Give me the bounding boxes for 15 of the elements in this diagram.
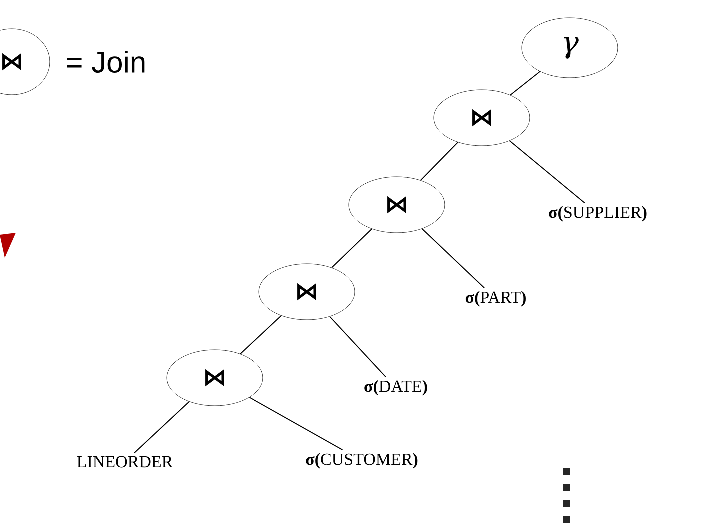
tree-line xyxy=(509,140,586,204)
legend-text: = Join xyxy=(67,51,145,74)
relation-label: σ(DATE) xyxy=(364,380,428,396)
tree-line xyxy=(331,228,373,268)
tree-line xyxy=(510,71,541,96)
relation-label: σ(PART) xyxy=(466,291,526,307)
tree-line xyxy=(240,315,282,355)
tree-line xyxy=(134,401,190,454)
relation-label: LINEORDER xyxy=(77,456,174,468)
tree-line xyxy=(330,316,386,378)
tree-line xyxy=(249,397,344,451)
tree-line xyxy=(420,142,459,182)
tree-line xyxy=(422,228,486,289)
relation-label: σ(CUSTOMER) xyxy=(306,453,418,469)
relation-label: σ(SUPPLIER) xyxy=(549,206,647,222)
